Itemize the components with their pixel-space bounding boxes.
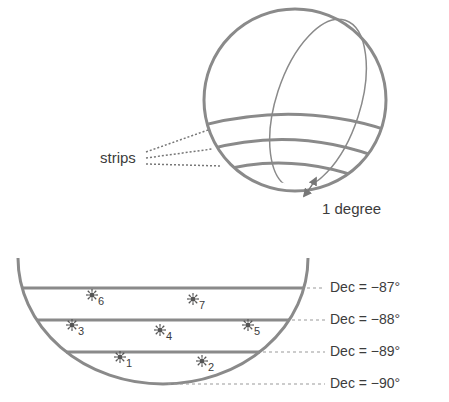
star-symbol [114, 351, 126, 363]
declination-label: Dec = −87° [330, 280, 400, 295]
leader-line [146, 149, 212, 158]
star-number: 5 [254, 325, 260, 337]
star-number: 6 [98, 295, 104, 307]
star-number: 4 [166, 330, 172, 342]
leader-line [168, 384, 325, 385]
star-number: 3 [78, 325, 84, 337]
declination-label: Dec = −88° [330, 312, 400, 327]
strip-line [206, 139, 390, 162]
strips-label: strips [100, 150, 136, 167]
declination-label: Dec = −89° [330, 344, 400, 359]
star-symbol [154, 324, 166, 336]
declination-line [66, 351, 260, 354]
declination-line [22, 287, 304, 290]
star-symbol [187, 293, 199, 305]
angle-arrow [304, 178, 316, 196]
star-symbol [86, 289, 98, 301]
meridian-ellipse [251, 7, 385, 200]
celestial-sphere [204, 9, 386, 191]
strip-line [200, 114, 392, 132]
leader-line [307, 288, 325, 289]
star-symbol [242, 319, 254, 331]
polar-cap-bowl [18, 258, 308, 384]
declination-label: Dec = −90° [330, 376, 400, 391]
star-number: 7 [199, 299, 205, 311]
star-symbol [66, 319, 78, 331]
leader-line [292, 320, 325, 321]
star-symbol [196, 355, 208, 367]
leader-line [146, 164, 222, 166]
star-number: 2 [208, 361, 214, 373]
leader-line [146, 130, 208, 152]
strip-line [216, 163, 386, 188]
angle-label: 1 degree [322, 201, 381, 218]
leader-line [263, 352, 325, 353]
star-number: 1 [126, 357, 132, 369]
